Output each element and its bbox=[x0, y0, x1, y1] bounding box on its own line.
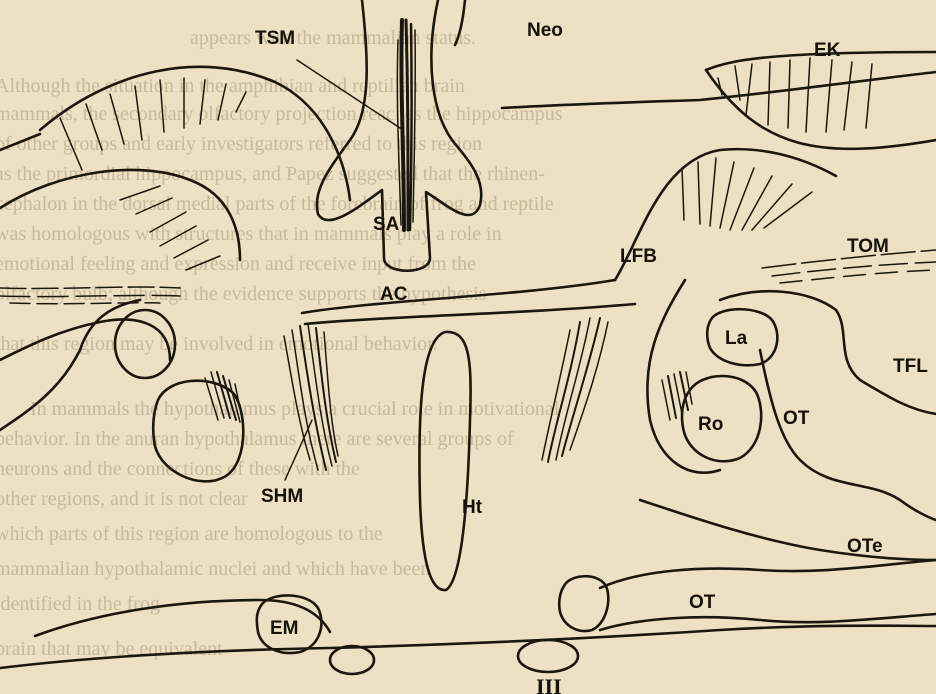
label-neo: Neo bbox=[527, 20, 563, 41]
label-ro: Ro bbox=[698, 414, 723, 435]
bg-line: behavior. In the anuran hypothalamus the… bbox=[0, 428, 514, 450]
label-iii: III bbox=[536, 674, 562, 694]
bg-line: that this region may be involved in emot… bbox=[0, 333, 438, 355]
bg-line: Although the situation in the amphibian … bbox=[0, 75, 465, 97]
small-oval-left bbox=[330, 646, 374, 674]
bg-line: mammalian hypothalamic nuclei and which … bbox=[0, 558, 430, 580]
background-text: appears with the mammalian status. Altho… bbox=[0, 27, 563, 660]
ot-lower-boundary bbox=[600, 560, 936, 588]
label-tom: TOM bbox=[847, 236, 889, 257]
small-oval-right bbox=[518, 640, 578, 672]
ek-lower-outline bbox=[706, 70, 936, 149]
label-ote: OTe bbox=[847, 536, 883, 557]
label-lfb: LFB bbox=[620, 246, 657, 267]
bg-line: other regions, and it is not clear bbox=[0, 488, 248, 510]
label-ac: AC bbox=[380, 284, 408, 305]
bg-line: In mammals the hypothalamus plays a cruc… bbox=[30, 398, 560, 420]
bg-line: mammals, the secondary olfactory project… bbox=[0, 103, 563, 125]
label-ek: EK bbox=[814, 40, 841, 61]
label-la: La bbox=[725, 328, 748, 349]
bg-line: cephalon in the dorsal medial parts of t… bbox=[0, 193, 554, 215]
bg-line: of other groups and early investigators … bbox=[0, 133, 482, 155]
bg-line: identified in the frog bbox=[0, 593, 160, 615]
label-ot-lower: OT bbox=[689, 592, 716, 613]
label-sa: SA bbox=[373, 214, 400, 235]
bg-line: neurons and the connections of these wit… bbox=[0, 458, 360, 480]
label-tsm: TSM bbox=[255, 28, 295, 49]
lower-mid-nucleus bbox=[559, 576, 608, 631]
bg-line: which parts of this region are homologou… bbox=[0, 523, 383, 545]
label-tfl: TFL bbox=[893, 356, 928, 377]
bg-line: was homologous with structures that in m… bbox=[0, 223, 502, 245]
ote-boundary bbox=[640, 500, 936, 560]
right-middle-striations bbox=[682, 158, 812, 230]
label-em: EM bbox=[270, 618, 299, 639]
label-ht: Ht bbox=[462, 497, 483, 518]
central-right-fibers bbox=[542, 318, 608, 462]
label-shm: SHM bbox=[261, 486, 303, 507]
label-ot-upper: OT bbox=[783, 408, 810, 429]
hypothalamus-outline bbox=[419, 332, 470, 590]
